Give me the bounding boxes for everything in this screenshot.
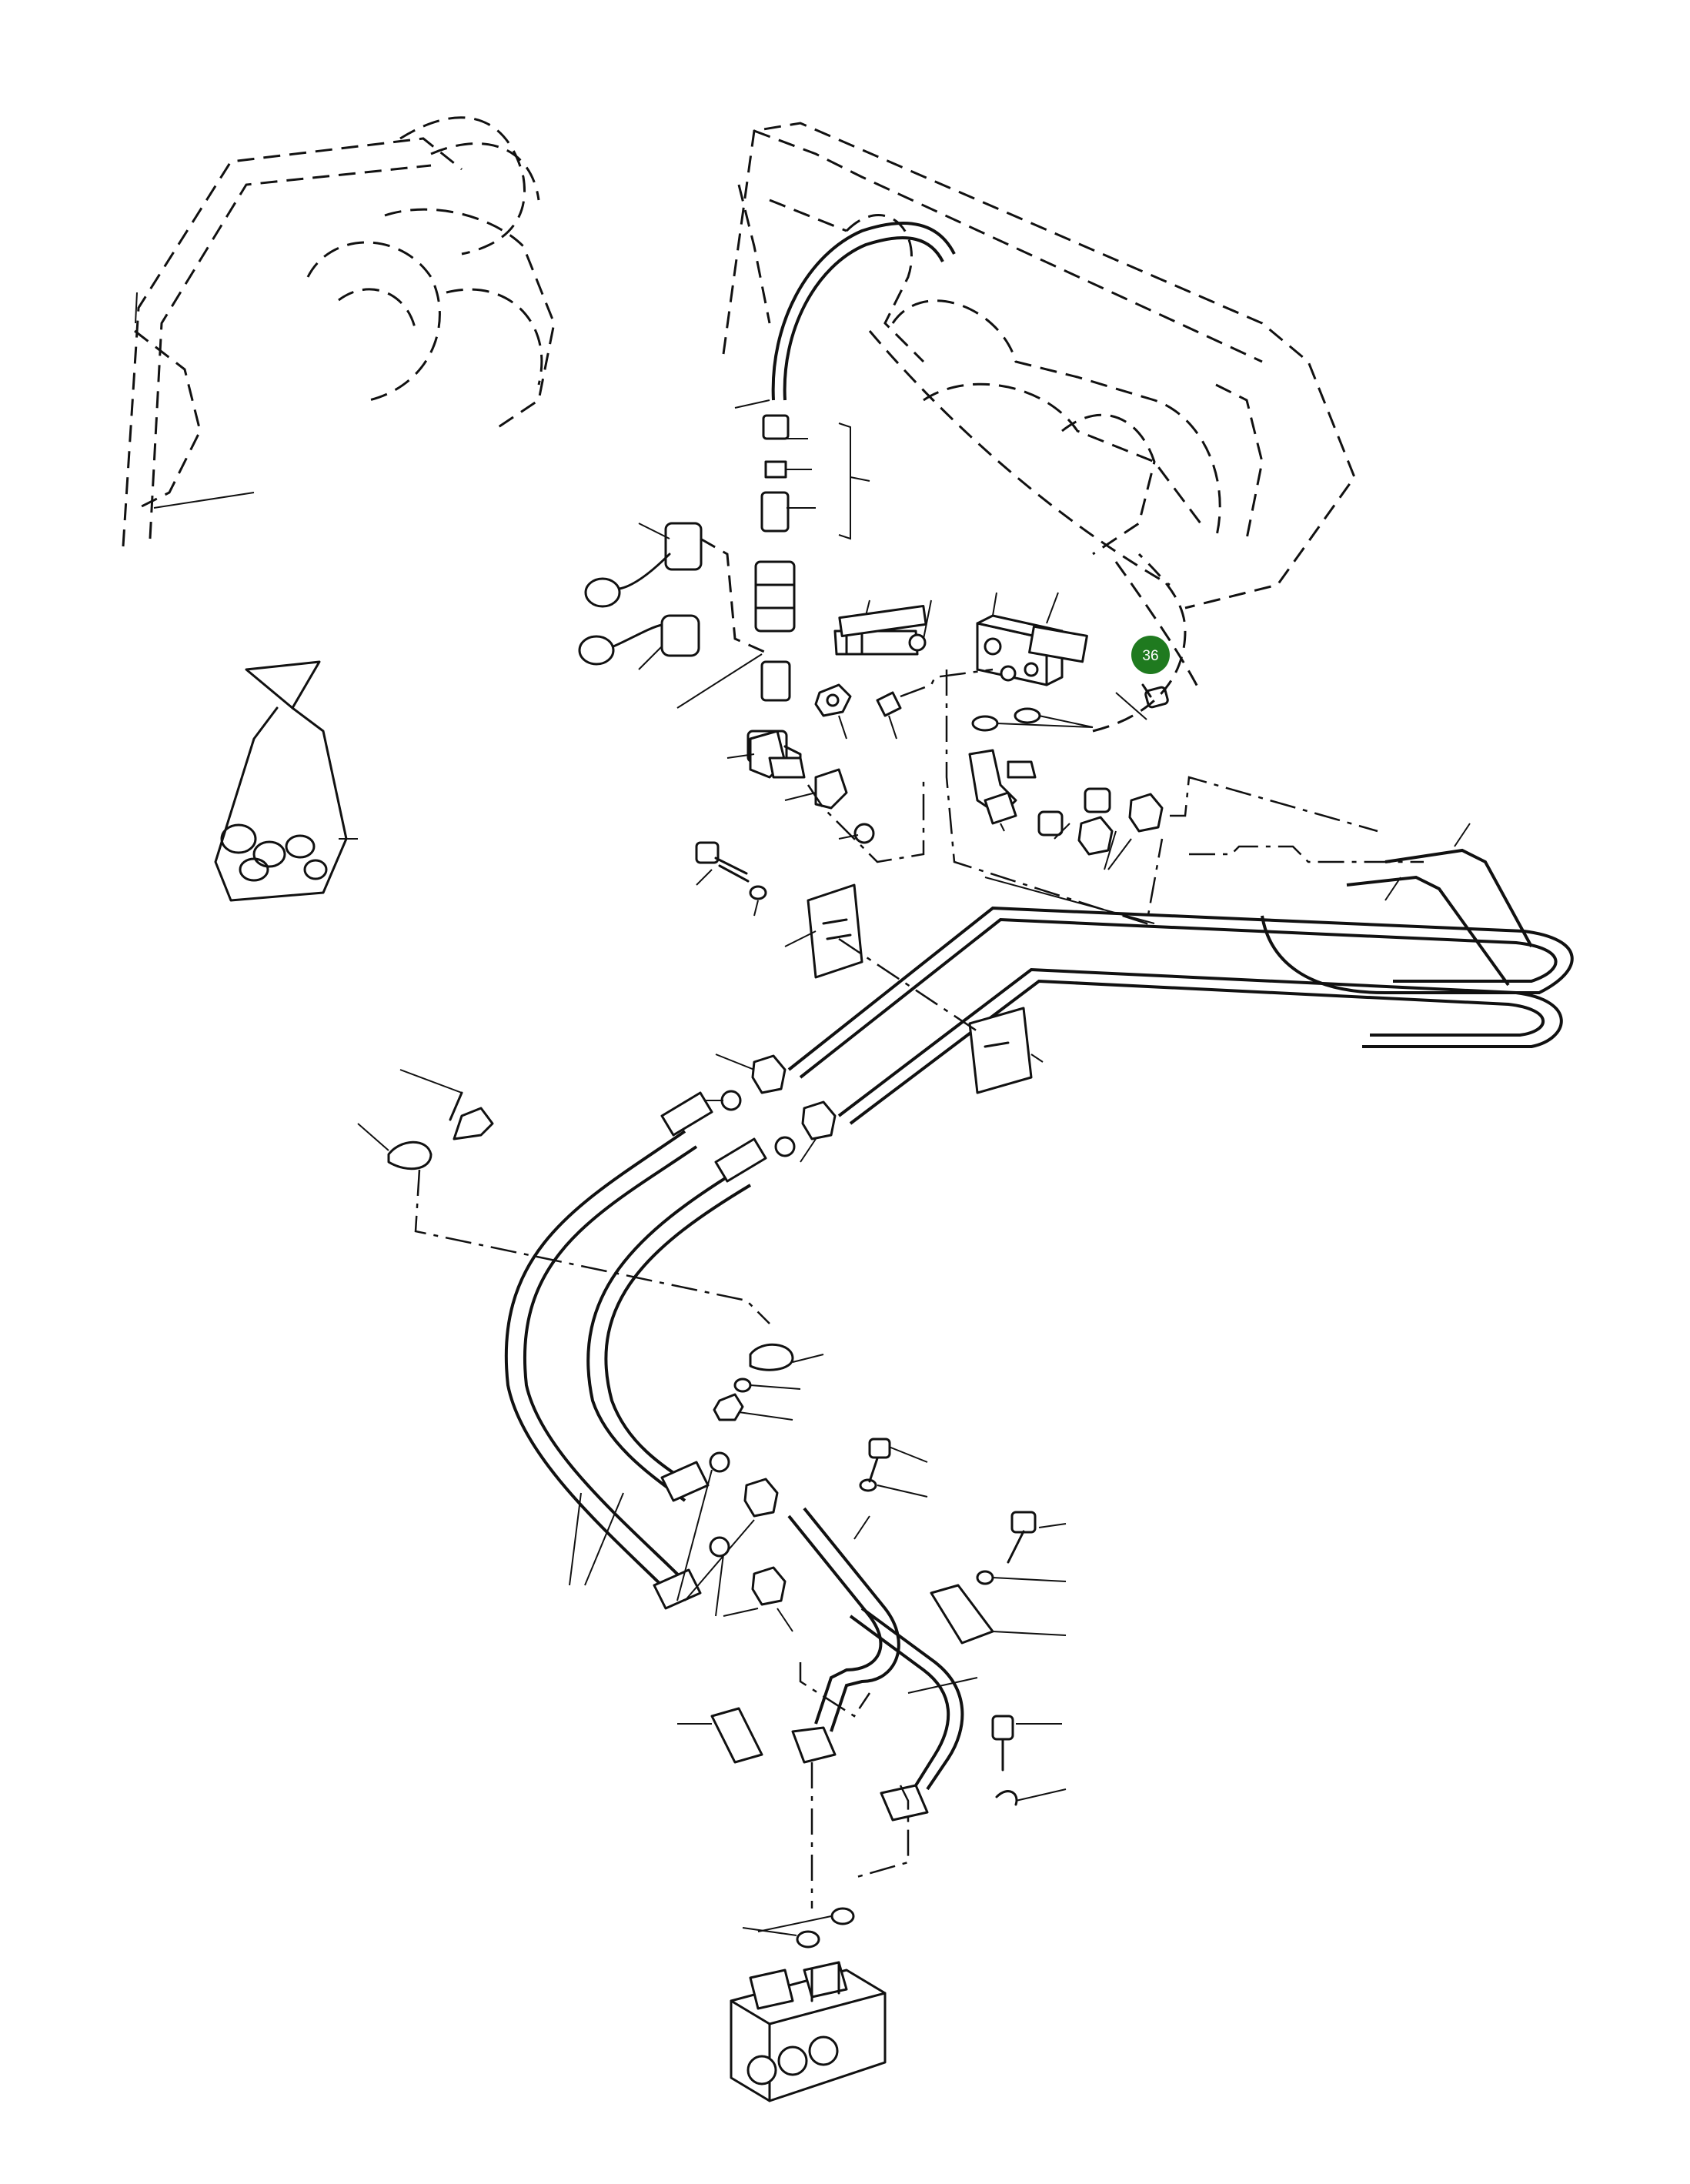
steel-tubes [787,823,1574,1125]
valve-block-assembly [833,592,1088,686]
lower-hose-fittings [676,1451,793,1632]
left-plate [677,1707,763,1764]
callout-36[interactable]: 36 [1131,636,1170,674]
cap-screw [1092,553,1187,733]
quick-coupler-stack [746,414,870,779]
control-valve [730,1907,887,2102]
coupler-caps [578,522,770,709]
tube-clamps [784,883,1044,1094]
elbows-and-nuts [945,670,1164,925]
grapple-attachment [122,116,556,547]
callout-36-label: 36 [1142,648,1158,664]
lower-pipes [787,1507,978,1908]
elbow-fittings-left [726,730,925,863]
upper-hose [734,222,956,409]
tee-bolts [859,1438,928,1498]
parts-bag [214,660,358,902]
mid-clips [713,1343,824,1421]
tube-end-fittings [700,1054,837,1163]
hose-clip-bolt [357,1069,770,1324]
flexible-hoses [504,1091,767,1610]
right-bracket-bolts [930,1511,1067,1806]
loader-bucket [722,122,1356,693]
clamp-bolts [695,604,927,917]
small-fittings [814,668,1094,740]
connector-lines-right [1170,776,1424,863]
